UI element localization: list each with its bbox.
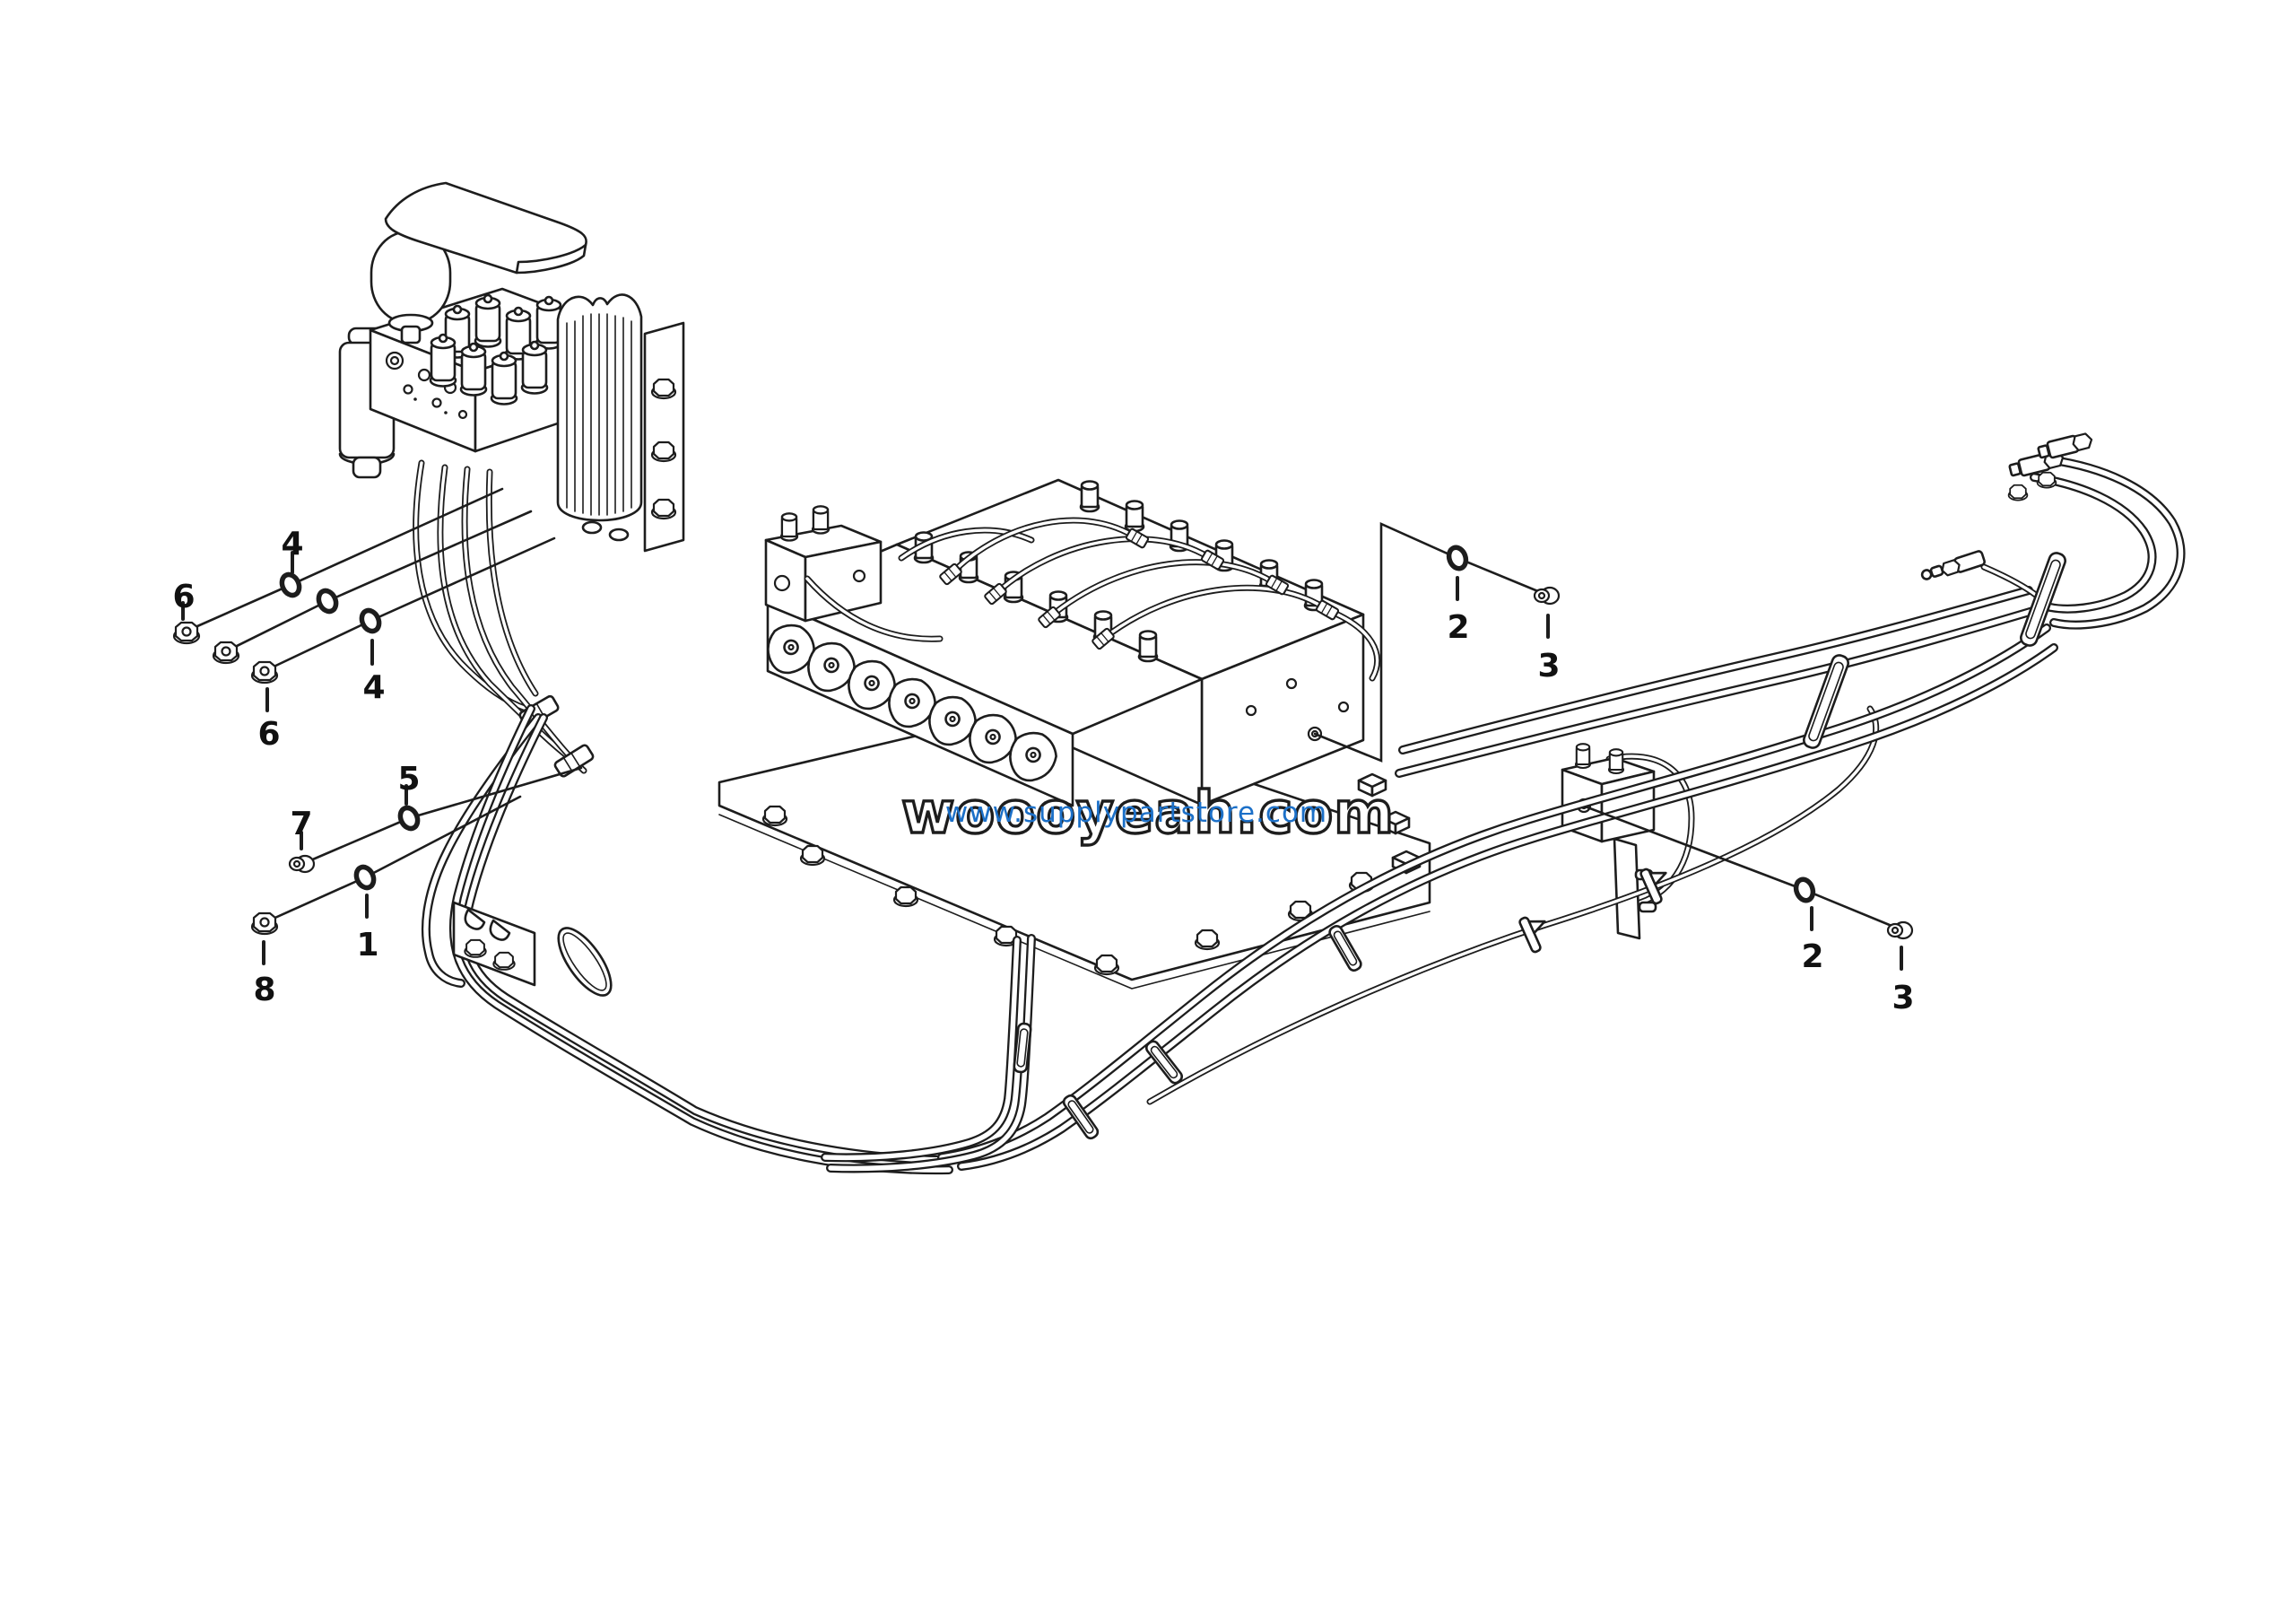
cover-plate [384,181,587,275]
part-nut [172,621,201,645]
part-nut [250,911,279,936]
part-oring [359,607,382,633]
part-plug [1886,920,1914,940]
callout-number: 6 [172,579,195,615]
part-plug [1533,586,1561,606]
hanger-bracket [452,901,536,987]
branch-fitting [1920,550,1986,580]
pipe-clamp [1517,909,1556,955]
callout-number: 3 [1892,980,1914,1016]
callout-number: 4 [281,526,303,562]
junction-manifold [1561,743,1692,940]
diagram-line-art [338,181,2181,1170]
callout-number: 3 [1537,648,1560,685]
ribbed-cooler [556,293,685,553]
part-oring [279,571,302,597]
part-nut [250,660,279,685]
main-control-valve-assembly [718,478,1431,990]
part-oring [316,588,339,614]
callout-number: 6 [257,716,280,753]
callout-number: 2 [1801,938,1823,975]
pipe-clamp [557,927,613,997]
callout-number: 1 [356,927,378,964]
part-oring [397,805,421,831]
callout-leader-line [187,487,504,632]
watermark-url-text: www.supplypartstore.com [945,797,1327,829]
callouts: 4 6 4 6 5 7 1 8 2 3 2 3 [172,487,1915,1016]
callout-leader-line [300,766,583,866]
elbow-fittings [2007,432,2093,501]
pipe-clamp [1326,922,1364,974]
part-oring [353,864,377,890]
right-piping [942,432,2181,1166]
part-oring [1793,877,1815,903]
watermark-outline-text: woooyeah.com [901,780,1395,847]
callout-number: 2 [1447,609,1469,646]
callout-number: 7 [290,806,312,842]
part-plug [288,854,316,874]
pilot-sub-block [764,505,883,623]
pilot-hoses [416,463,584,771]
left-piping [426,709,949,1170]
callout-number: 5 [397,761,420,798]
callout-number: 4 [362,669,385,706]
watermark: woooyeah.com www.supplypartstore.com [900,779,1395,848]
part-oring [1446,545,1468,571]
part-nut [212,641,240,665]
pilot-valve-assembly [338,181,685,778]
center-drop-pipes [825,938,1031,1168]
callout-leader-line [1313,521,1546,763]
callout-number: 8 [253,972,275,1008]
